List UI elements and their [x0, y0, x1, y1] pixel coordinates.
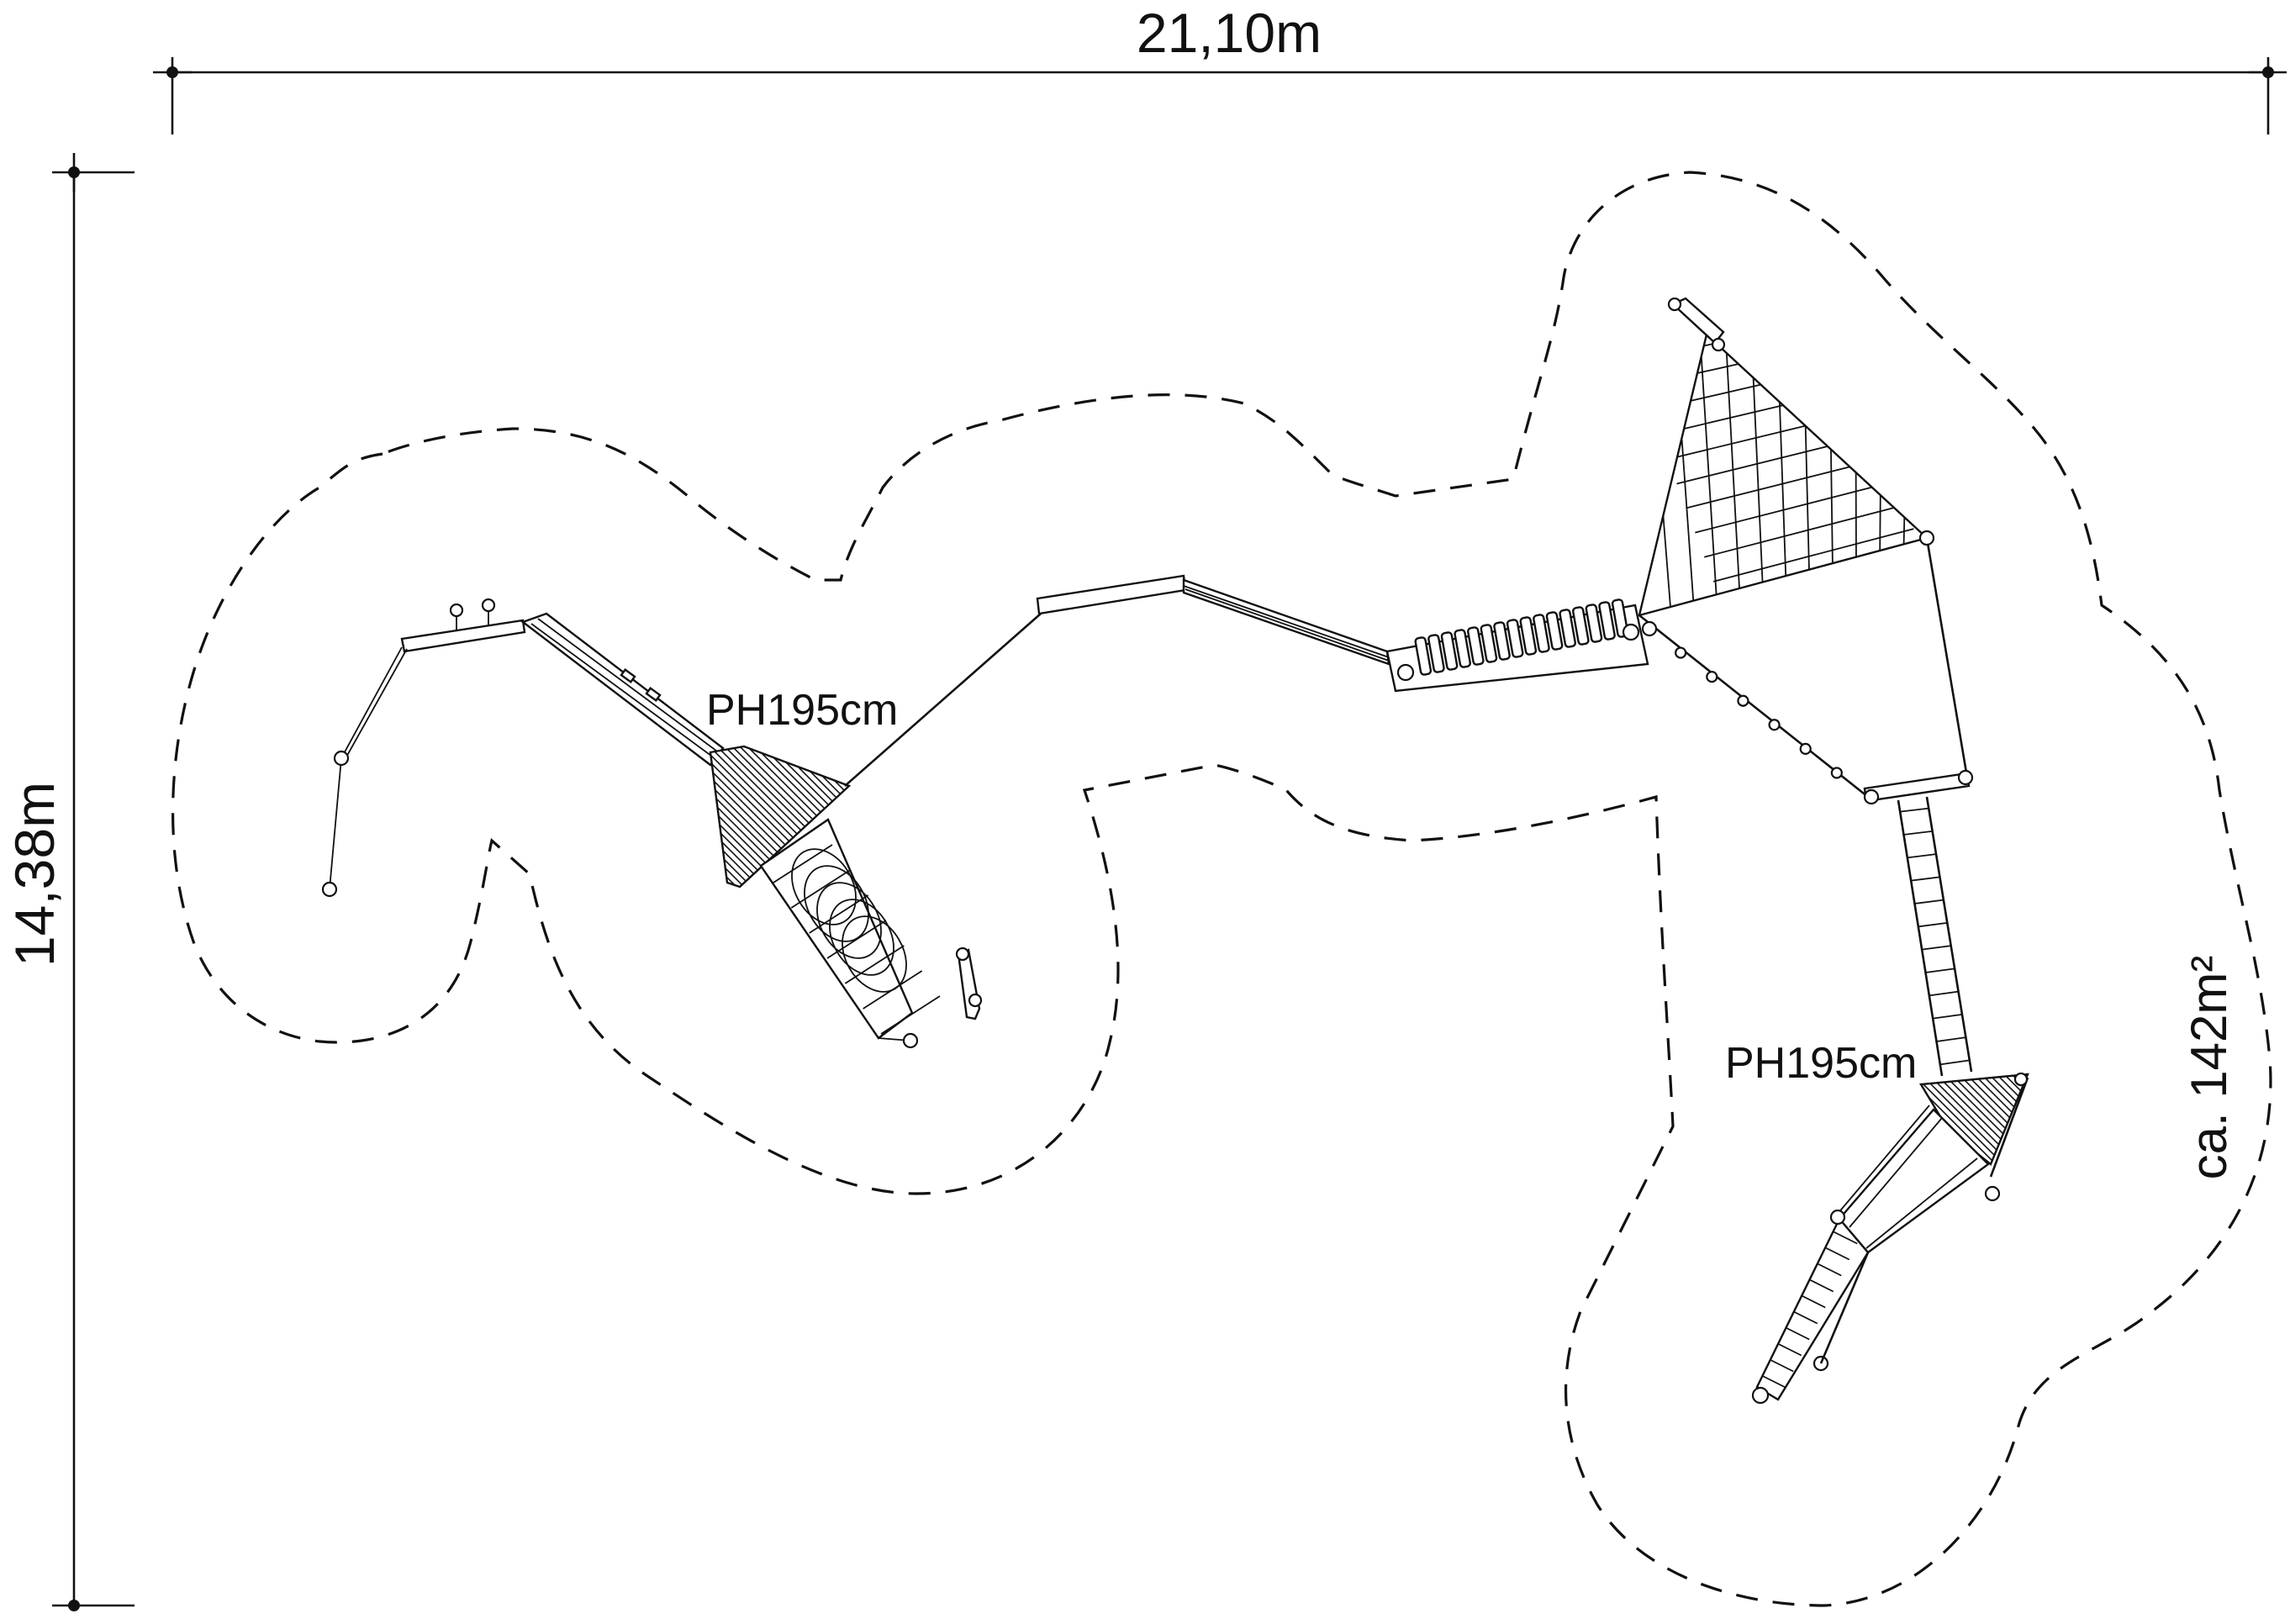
width-dimension-label: 21,10m [1137, 2, 1322, 64]
height-dimension: 14,38m [3, 153, 135, 1611]
safety-area-outline [171, 171, 2272, 1607]
middle-bridge-assembly [1036, 574, 1649, 693]
width-dimension: 21,10m [153, 2, 2287, 134]
area-label: ca. 142m² [2181, 956, 2237, 1180]
left-tower-assembly [321, 598, 1042, 1049]
right-tower-assembly [1638, 297, 2029, 1405]
height-dimension-label: 14,38m [3, 782, 66, 967]
left-platform-height-label: PH195cm [706, 686, 898, 735]
right-platform-height-label: PH195cm [1725, 1039, 1917, 1088]
